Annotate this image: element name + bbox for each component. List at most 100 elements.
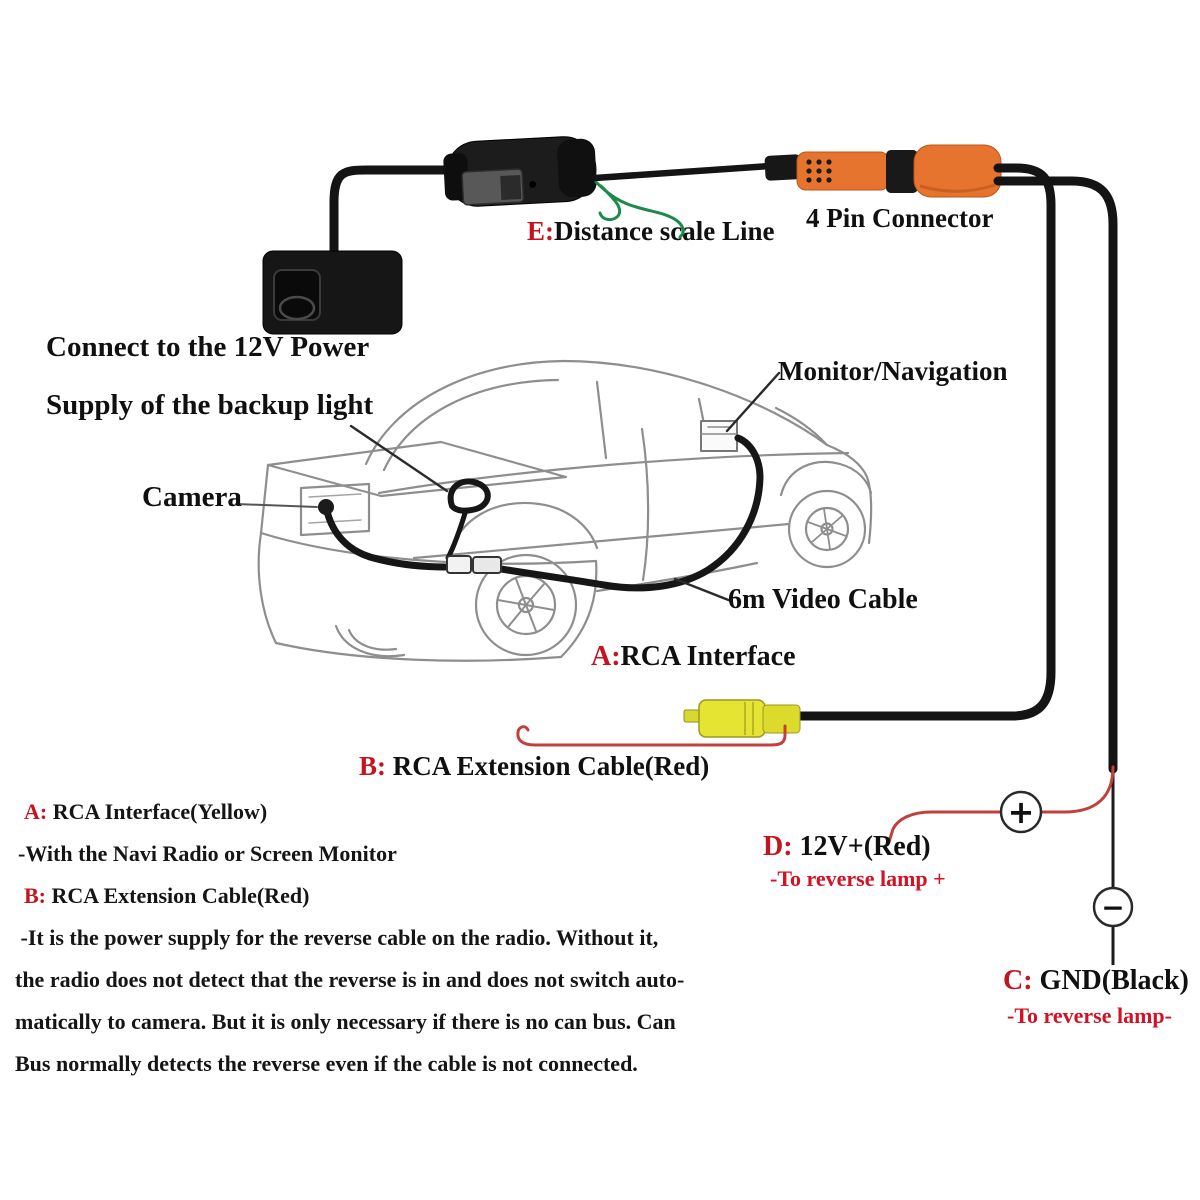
connector-socket-shade	[919, 183, 996, 193]
car-bumper-bottom	[274, 641, 563, 662]
note-5-text: the radio does not detect that the rever…	[15, 967, 685, 992]
cable-camera-to-connector	[322, 503, 449, 571]
video-cable-label: 6m Video Cable	[728, 584, 918, 615]
distance-scale-wire	[594, 180, 685, 239]
rca-connector	[683, 699, 801, 738]
gnd-sub-label: -To reverse lamp-	[1007, 1003, 1172, 1028]
car-bumper-top	[259, 531, 598, 565]
power-lead-cable	[993, 176, 1118, 774]
car-sketch	[257, 359, 873, 662]
cable-deck-loop	[447, 478, 491, 514]
adapter-plug-notch	[500, 174, 522, 201]
green-wire-strand-2	[598, 184, 622, 222]
connect-12v-line1: Connect to the 12V Power	[46, 331, 370, 363]
camera-dot	[318, 499, 334, 515]
car-left-wheel-arc	[334, 624, 406, 658]
rca-video-cable	[792, 163, 1056, 721]
adapter-pin-dot	[529, 180, 537, 188]
rca-body	[698, 699, 766, 738]
cable-loop-link	[445, 507, 469, 561]
car-license-recess	[299, 482, 371, 537]
video-cable-route	[322, 434, 764, 592]
power-12v-label: D: 12V+(Red)	[763, 832, 931, 861]
note-7-text: Bus normally detects the reverse even if…	[15, 1051, 638, 1076]
rca-interface-prefix: A:	[591, 641, 621, 672]
note-3-prefix: B:	[24, 883, 46, 908]
note-4-text: -It is the power supply for the reverse …	[15, 925, 659, 950]
connector-pin-dots	[806, 159, 832, 183]
note-3-text: RCA Extension Cable(Red)	[46, 883, 310, 908]
car-front-wheel-rim	[804, 506, 850, 552]
power-12v-text: 12V+(Red)	[792, 831, 931, 862]
car-front-wheel	[787, 489, 867, 569]
note-2-text: -With the Navi Radio or Screen Monitor	[18, 841, 397, 866]
four-pin-label: 4 Pin Connector	[806, 203, 994, 233]
12v-red-wire	[887, 765, 1115, 844]
inline-connector-a	[446, 555, 472, 574]
plus-terminal-icon	[999, 790, 1043, 834]
note-line-4: -It is the power supply for the reverse …	[15, 925, 659, 951]
note-6-text: matically to camera. But it is only nece…	[15, 1009, 676, 1034]
car-bumper-right	[559, 559, 598, 659]
note-line-7: Bus normally detects the reverse even if…	[15, 1051, 638, 1077]
car-front-wheel-spokes	[807, 508, 847, 550]
car-roof-line	[364, 359, 829, 466]
adapter-to-connector-cable	[591, 162, 774, 182]
plus-symbol: +	[1008, 793, 1035, 831]
video-cable-callout-line	[673, 577, 733, 603]
connector-plug-tip	[764, 154, 802, 181]
car-left-wheel-arc-inner	[347, 628, 398, 651]
car-roof-inner-line	[382, 378, 560, 472]
rca-extension-wire	[516, 724, 787, 747]
rca-extension-prefix: B:	[359, 751, 386, 781]
monitor-box-detail	[700, 426, 738, 435]
car-rear-wheel-hub	[517, 596, 535, 614]
note-1-text: RCA Interface(Yellow)	[47, 799, 268, 824]
car-front-wheel-arch	[779, 460, 873, 497]
note-line-2: -With the Navi Radio or Screen Monitor	[18, 841, 397, 867]
note-1-prefix: A:	[24, 799, 48, 824]
distance-prefix: E:	[527, 216, 554, 246]
callout-lines	[235, 371, 781, 603]
camera-callout-line	[235, 503, 318, 508]
rca-extension-label: B: RCA Extension Cable(Red)	[359, 752, 709, 780]
distance-text: Distance scale Line	[554, 216, 775, 246]
rca-collar	[762, 704, 801, 734]
car-beltline	[377, 451, 850, 495]
car-door-edge	[640, 427, 650, 582]
note-line-3: B: RCA Extension Cable(Red)	[24, 883, 309, 909]
camera-lens	[278, 295, 316, 321]
car-license-slats	[308, 493, 362, 524]
adapter-right-cap	[557, 138, 597, 198]
note-line-1: A: RCA Interface(Yellow)	[24, 799, 267, 825]
inline-adapter	[443, 136, 597, 207]
rca-interface-text: RCA Interface	[620, 641, 796, 672]
note-line-6: matically to camera. But it is only nece…	[15, 1009, 676, 1035]
camera-label: Camera	[142, 481, 242, 513]
car-windshield-line	[774, 406, 828, 446]
rca-body-ridges	[744, 702, 754, 735]
distance-scale-label: E:Distance scale Line	[527, 217, 774, 245]
car-rear-wheel-spokes	[497, 578, 555, 632]
note-line-5: the radio does not detect that the rever…	[15, 967, 684, 993]
monitor-navigation-label: Monitor/Navigation	[778, 356, 1008, 386]
gnd-text: GND(Black)	[1032, 965, 1189, 996]
minus-symbol: −	[1101, 891, 1124, 924]
inline-connector-b	[472, 556, 502, 574]
monitor-callout-line	[725, 371, 781, 433]
minus-terminal-icon	[1092, 886, 1134, 928]
gnd-label: C: GND(Black)	[1003, 966, 1189, 995]
connect-12v-line2: Supply of the backup light	[46, 389, 374, 421]
camera-pigtail-cable	[329, 165, 453, 257]
power-12v-sub-label: -To reverse lamp +	[770, 866, 946, 891]
four-pin-connector	[796, 144, 1002, 198]
rca-interface-label: A:RCA Interface	[591, 642, 796, 671]
connector-lock-ring	[886, 150, 918, 193]
car-rear-edge	[259, 463, 270, 535]
gnd-prefix: C:	[1003, 965, 1033, 996]
power-12v-prefix: D:	[763, 831, 793, 862]
car-b-pillar	[595, 380, 608, 460]
car-rear-wheel	[474, 553, 578, 657]
